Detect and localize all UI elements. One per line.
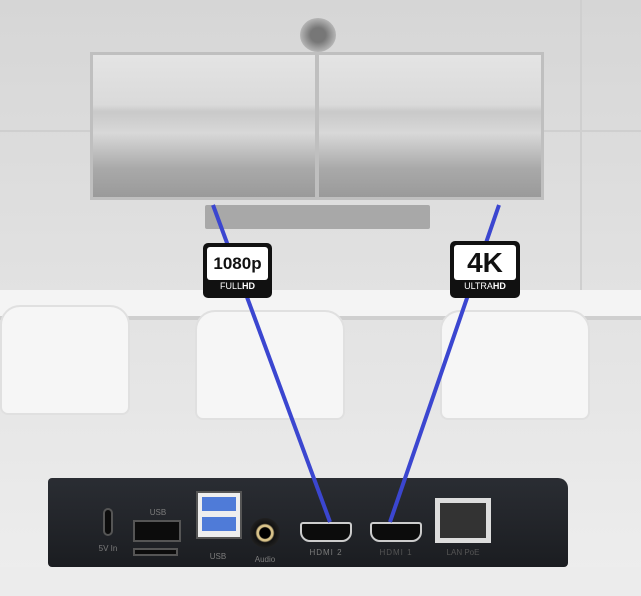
badge-1080p-full-hd: 1080p FULLHD <box>203 243 272 298</box>
mini-pc-rear-panel: 5V In USB USB Audio HDMI 2 HDMI 1 LAN Po… <box>48 478 568 567</box>
usb-a-label: USB <box>149 508 167 517</box>
chair <box>440 310 590 420</box>
hdmi2-label: HDMI 2 <box>309 548 343 557</box>
audio-jack <box>250 518 280 548</box>
chair <box>0 305 130 415</box>
badge-sub: FULL <box>219 281 242 291</box>
lan-port <box>435 498 491 543</box>
badge-main: 4K <box>454 245 516 280</box>
badge-sub: ULTRA <box>464 281 493 291</box>
badge-sub-bold: HD <box>492 281 506 291</box>
lan-label: LAN PoE <box>446 548 480 557</box>
badge-4k-ultra-hd: 4K ULTRAHD <box>450 241 520 298</box>
usb-c-port <box>103 508 113 536</box>
usb-a-port <box>133 520 181 542</box>
surface <box>0 567 641 596</box>
usb3-label: USB <box>209 552 227 561</box>
badge-sub-bold: HD <box>242 281 255 291</box>
hdmi1-label: HDMI 1 <box>379 548 413 557</box>
camera <box>300 18 336 52</box>
hdmi2-port <box>300 522 352 542</box>
wall-seam <box>580 0 582 290</box>
usb3-ports <box>196 491 242 539</box>
audio-label: Audio <box>254 555 276 564</box>
soundbar <box>205 205 430 229</box>
usb-c-label: 5V In <box>98 544 118 553</box>
hdmi1-port <box>370 522 422 542</box>
badge-main: 1080p <box>207 247 268 280</box>
sd-card-slot <box>133 548 178 556</box>
display-right <box>316 52 544 200</box>
